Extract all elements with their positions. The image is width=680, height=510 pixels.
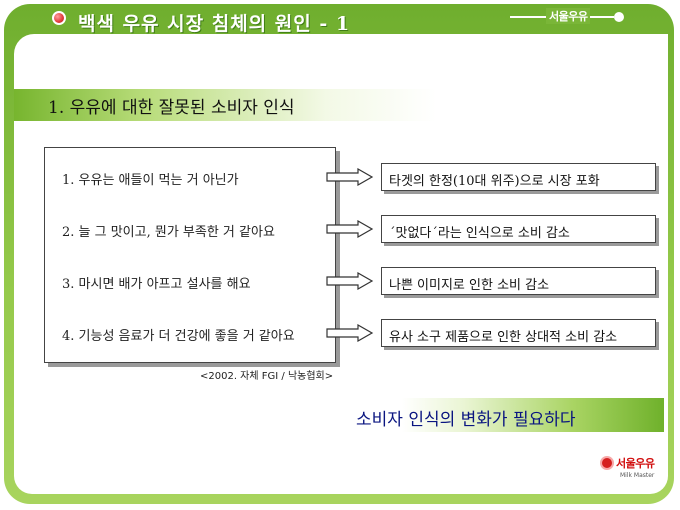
conclusion-bar: 소비자 인식의 변화가 필요하다 bbox=[300, 398, 664, 432]
result-box: 유사 소구 제품으로 인한 상대적 소비 감소 bbox=[381, 319, 656, 347]
result-box: 나쁜 이미지로 인한 소비 감소 bbox=[381, 267, 656, 295]
perception-box bbox=[44, 147, 336, 363]
section-heading-bar: 1. 우유에 대한 잘못된 소비자 인식 bbox=[14, 89, 664, 121]
perception-item: 2. 늘 그 맛이고, 뭔가 부족한 거 같아요 bbox=[62, 225, 275, 240]
logo-dot-icon bbox=[614, 12, 624, 22]
brand-ring-icon bbox=[600, 456, 614, 470]
perception-item: 3. 마시면 배가 아프고 설사를 해요 bbox=[62, 277, 251, 292]
result-text: 나쁜 이미지로 인한 소비 감소 bbox=[389, 278, 550, 293]
right-arrow-icon bbox=[326, 272, 374, 290]
right-arrow-icon bbox=[326, 220, 374, 238]
brand-name: 서울우유 bbox=[616, 457, 655, 470]
result-text: 타겟의 한정(10대 위주)으로 시장 포화 bbox=[389, 174, 600, 189]
conclusion-text: 소비자 인식의 변화가 필요하다 bbox=[356, 410, 576, 430]
perception-item: 4. 기능성 음료가 더 건강에 좋을 거 같아요 bbox=[62, 329, 295, 344]
red-bullet-icon bbox=[52, 11, 66, 25]
perception-item: 1. 우유는 애들이 먹는 거 아닌가 bbox=[62, 173, 239, 188]
right-arrow-icon bbox=[326, 324, 374, 342]
right-arrow-icon bbox=[326, 168, 374, 186]
brand-subtitle: Milk Master bbox=[620, 472, 655, 479]
result-box: ´맛없다´라는 인식으로 소비 감소 bbox=[381, 215, 656, 243]
brand-logo: 서울우유 Milk Master bbox=[598, 454, 662, 488]
header-logo-text: 서울우유 bbox=[546, 8, 591, 24]
section-heading: 1. 우유에 대한 잘못된 소비자 인식 bbox=[48, 98, 295, 118]
result-text: 유사 소구 제품으로 인한 상대적 소비 감소 bbox=[389, 330, 618, 345]
result-box: 타겟의 한정(10대 위주)으로 시장 포화 bbox=[381, 163, 656, 191]
result-text: ´맛없다´라는 인식으로 소비 감소 bbox=[389, 226, 570, 241]
header-logo: 서울우유 bbox=[510, 8, 628, 26]
slide-title: 백색 우유 시장 침체의 원인 - 1 bbox=[78, 13, 351, 35]
source-citation: <2002. 자체 FGI / 낙농협회> bbox=[200, 371, 334, 382]
